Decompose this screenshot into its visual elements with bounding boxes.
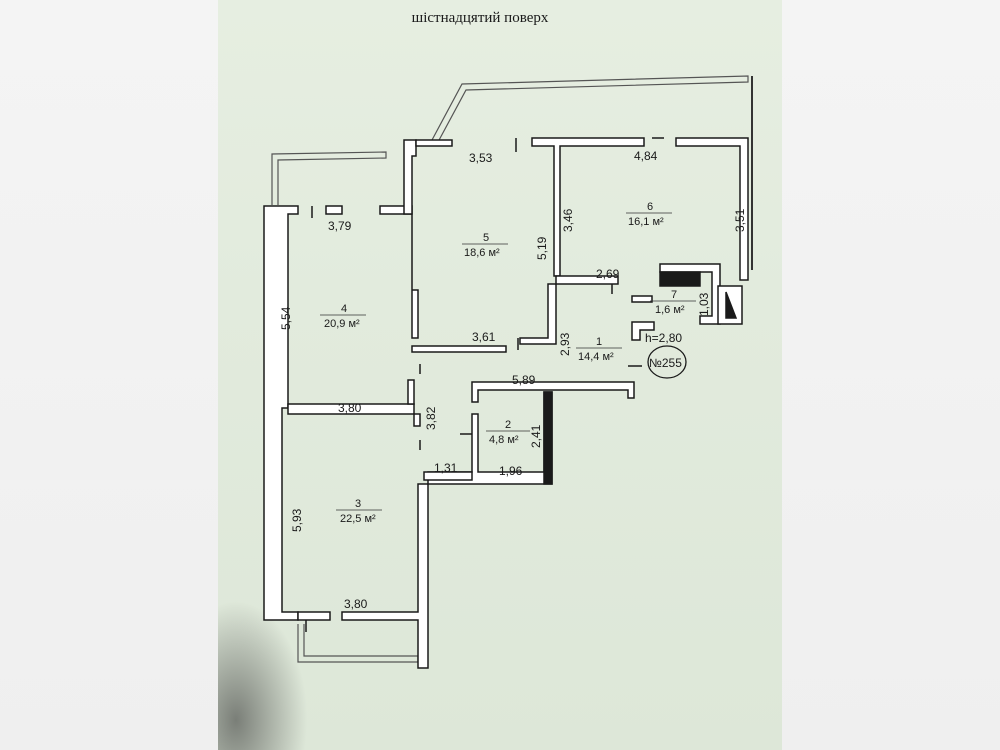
dim-room5-side: 5,19 [535, 236, 549, 260]
dim-room6-top: 4,84 [634, 149, 658, 163]
background-right [775, 0, 1000, 750]
svg-text:7: 7 [671, 289, 677, 301]
dim-room2-side: 2,41 [529, 424, 543, 448]
dim-room6-right: 3,51 [733, 208, 747, 232]
walls [263, 137, 749, 669]
room-label-1: 1 14,4 м² [576, 336, 622, 363]
svg-text:16,1 м²: 16,1 м² [628, 216, 664, 228]
dim-corridor-bottom: 1,31 [434, 461, 458, 475]
apartment-number: №255 [649, 356, 682, 370]
hand-shadow [218, 600, 308, 750]
svg-text:1: 1 [596, 336, 602, 348]
background-left [0, 0, 225, 750]
dim-hall-right: 2,69 [596, 267, 620, 281]
balcony-top [431, 75, 753, 270]
room-label-6: 6 16,1 м² [626, 201, 672, 228]
floor-title: шістнадцятий поверх [411, 10, 549, 26]
dim-room4-bottom: 3,80 [338, 401, 362, 415]
paper-sheet [218, 0, 782, 750]
dim-room3-length: 5,93 [290, 508, 304, 532]
svg-text:6: 6 [647, 201, 653, 213]
svg-text:4: 4 [341, 303, 347, 315]
room-label-4: 4 20,9 м² [320, 303, 366, 330]
ceiling-height: h=2,80 [645, 331, 682, 345]
room-label-5: 5 18,6 м² [462, 232, 508, 259]
room-label-2: 2 4,8 м² [486, 419, 530, 446]
dim-room5-top: 3,53 [469, 151, 493, 165]
dim-hall-width: 5,89 [512, 373, 536, 387]
dim-room4-top: 3,79 [328, 219, 352, 233]
apartment-number-circle [647, 345, 687, 379]
dim-room6-left: 3,46 [561, 208, 575, 232]
dim-hall-side: 2,93 [558, 332, 572, 356]
svg-text:5: 5 [483, 232, 489, 244]
dim-room4-length: 5,54 [279, 306, 293, 330]
svg-text:18,6 м²: 18,6 м² [464, 247, 500, 259]
dim-corridor-side: 3,82 [424, 406, 438, 430]
svg-text:14,4 м²: 14,4 м² [578, 351, 614, 363]
room-label-3: 3 22,5 м² [336, 498, 382, 525]
dim-room3-width: 3,80 [344, 597, 368, 611]
room-label-7: 7 1,6 м² [650, 289, 696, 316]
balcony-left-top [271, 151, 387, 205]
svg-text:20,9 м²: 20,9 м² [324, 318, 360, 330]
dim-room7-side: 1,03 [697, 292, 711, 316]
svg-text:1,6 м²: 1,6 м² [655, 304, 685, 316]
svg-text:22,5 м²: 22,5 м² [340, 513, 376, 525]
dim-room5-bottom: 3,61 [472, 330, 496, 344]
svg-text:2: 2 [505, 419, 511, 431]
svg-text:4,8 м²: 4,8 м² [489, 434, 519, 446]
svg-text:3: 3 [355, 498, 361, 510]
door-marks [305, 137, 664, 632]
dim-room2-bottom: 1,96 [499, 464, 523, 478]
balcony-bottom [297, 624, 419, 663]
